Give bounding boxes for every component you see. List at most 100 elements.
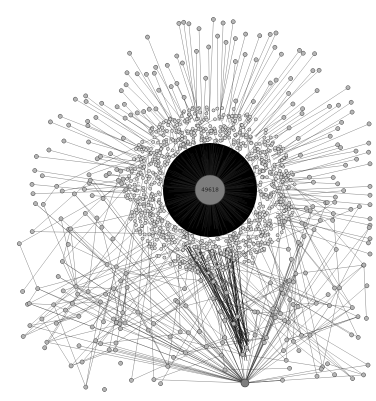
- ring-node: [149, 130, 152, 133]
- ring-node: [276, 234, 279, 237]
- ring-node: [248, 115, 251, 118]
- ring-node: [255, 143, 258, 146]
- ring-node: [152, 140, 155, 143]
- mesh-node: [223, 336, 227, 340]
- mesh-node: [333, 373, 337, 377]
- ring-node: [180, 115, 183, 118]
- ring-node: [246, 228, 249, 231]
- ring-node: [159, 193, 162, 196]
- ring-node: [171, 149, 174, 152]
- ring-node: [138, 148, 141, 151]
- ring-node: [151, 207, 154, 210]
- mesh-node: [232, 322, 236, 326]
- mesh-node: [184, 304, 188, 308]
- mesh-node: [87, 173, 91, 177]
- mesh-node: [364, 316, 368, 320]
- ring-node: [285, 154, 288, 157]
- ring-node: [258, 213, 261, 216]
- ring-node: [196, 107, 199, 110]
- leaf-node: [311, 69, 315, 73]
- ring-node: [257, 151, 260, 154]
- leaf-node: [87, 140, 91, 144]
- mesh-node: [74, 284, 78, 288]
- ring-node: [250, 228, 253, 231]
- ring-node: [176, 248, 179, 251]
- leaf-node: [73, 97, 77, 101]
- leaf-node: [333, 195, 337, 199]
- ring-node: [143, 165, 146, 168]
- ring-node: [151, 171, 154, 174]
- leaf-node: [154, 65, 158, 69]
- mesh-node: [350, 306, 354, 310]
- leaf-node: [119, 89, 123, 93]
- ring-node: [205, 112, 208, 115]
- ring-node: [211, 245, 214, 248]
- leaf-node: [368, 193, 372, 197]
- ring-node: [148, 233, 151, 236]
- mesh-node: [333, 200, 337, 204]
- ring-node: [158, 201, 161, 204]
- ring-node: [155, 149, 158, 152]
- ring-node: [138, 230, 141, 233]
- ring-node: [261, 231, 264, 234]
- ring-node: [290, 214, 293, 217]
- leaf-node: [145, 35, 149, 39]
- mesh-node: [197, 329, 201, 333]
- ring-node: [259, 235, 262, 238]
- ring-node: [267, 139, 270, 142]
- ring-node: [267, 242, 270, 245]
- ring-node: [154, 173, 157, 176]
- mesh-node: [102, 387, 106, 391]
- mesh-node: [315, 374, 319, 378]
- hub-node-label: 49618: [201, 188, 219, 194]
- leaf-node: [342, 189, 346, 193]
- mesh-node: [33, 202, 37, 206]
- ring-node: [239, 147, 242, 150]
- leaf-node: [367, 150, 371, 154]
- ring-node: [266, 144, 269, 147]
- ring-node: [152, 222, 155, 225]
- leaf-node: [339, 146, 343, 150]
- leaf-node: [274, 78, 278, 82]
- mesh-node: [367, 226, 371, 230]
- ring-node: [258, 216, 261, 219]
- mesh-node: [236, 314, 240, 318]
- mesh-node: [112, 287, 116, 291]
- mesh-node: [70, 301, 74, 305]
- ring-node: [156, 218, 159, 221]
- ring-node: [247, 138, 250, 141]
- leaf-node: [297, 48, 301, 52]
- mesh-node: [223, 368, 227, 372]
- ring-node: [178, 123, 181, 126]
- ring-node: [213, 127, 216, 130]
- ring-node: [127, 194, 130, 197]
- ring-node: [287, 218, 290, 221]
- ring-node: [293, 183, 296, 186]
- ring-node: [280, 159, 283, 162]
- ring-node: [244, 244, 247, 247]
- leaf-node: [40, 174, 44, 178]
- ring-node: [158, 167, 161, 170]
- leaf-node: [84, 94, 88, 98]
- ring-node: [153, 136, 156, 139]
- ring-node: [237, 234, 240, 237]
- ring-node: [191, 241, 194, 244]
- ring-node: [232, 123, 235, 126]
- leaf-node: [317, 68, 321, 72]
- mesh-node: [219, 353, 223, 357]
- ring-node: [133, 220, 136, 223]
- ring-node: [182, 236, 185, 239]
- ring-node: [166, 227, 169, 230]
- ring-node: [159, 227, 162, 230]
- mesh-node: [356, 315, 360, 319]
- ring-node: [168, 156, 171, 159]
- ring-node: [232, 257, 235, 260]
- ring-node: [167, 232, 170, 235]
- ring-node: [242, 251, 245, 254]
- ring-node: [144, 217, 147, 220]
- ring-node: [216, 107, 219, 110]
- ring-node: [228, 136, 231, 139]
- ring-node: [270, 240, 273, 243]
- ring-node: [184, 265, 187, 268]
- mesh-node: [319, 367, 323, 371]
